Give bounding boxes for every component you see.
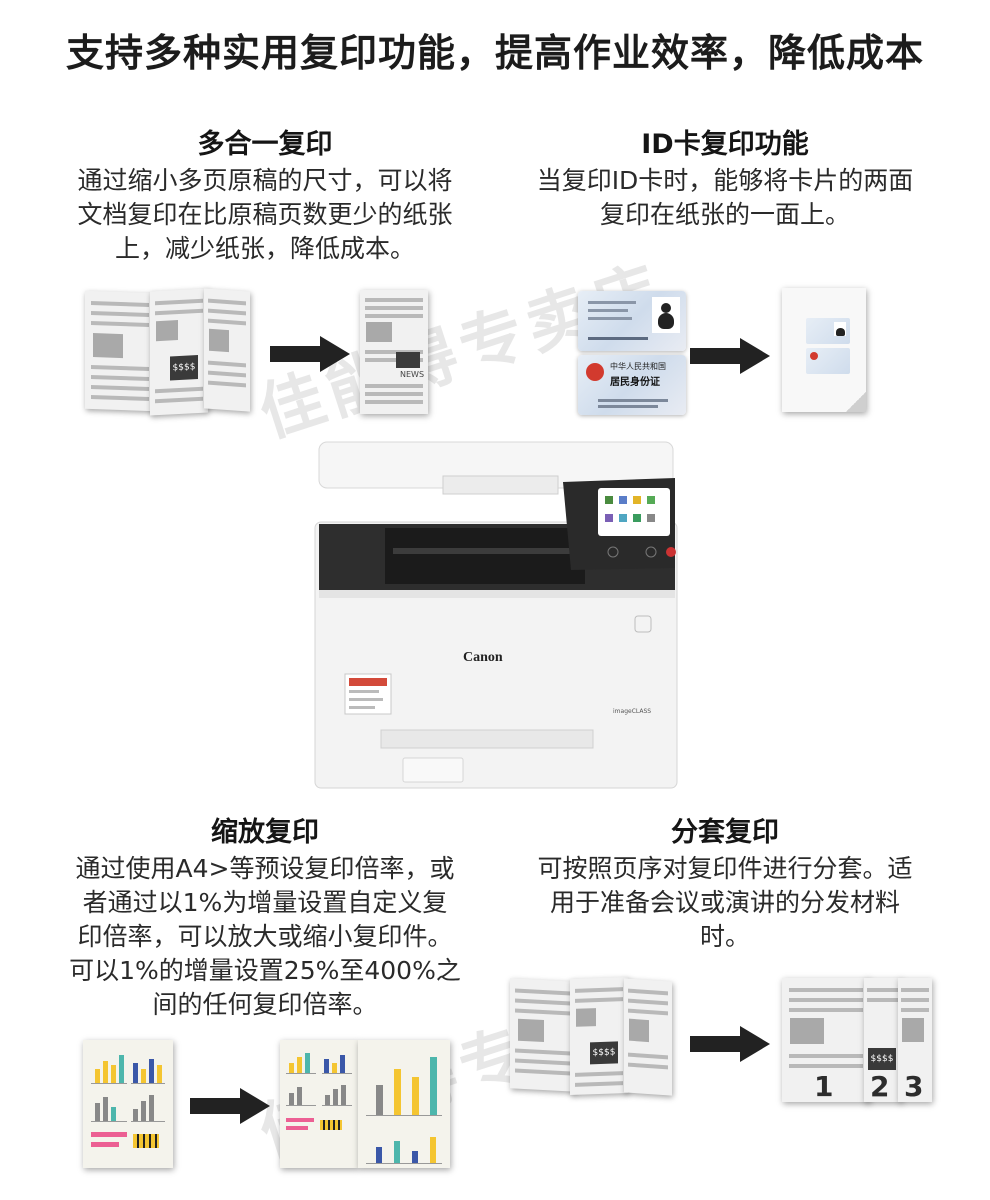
desc-line: 复印在纸张的一面上。 (599, 200, 850, 229)
document-sheet-icon (624, 978, 672, 1096)
feature-desc: 通过使用A4>等预设复印倍率，或 者通过以1%为增量设置自定义复 印倍率，可以放… (40, 852, 490, 1022)
id-country-label: 中华人民共和国 (610, 362, 666, 371)
collated-sheet-3-icon (898, 978, 932, 1102)
id-card-front-icon (578, 291, 686, 351)
price-tag: $$$$ (868, 1048, 896, 1070)
id-copy-sheet-icon (782, 288, 866, 412)
desc-line: 间的任何复印倍率。 (152, 990, 378, 1019)
desc-line: 时。 (699, 922, 750, 951)
document-sheet-icon: $$$$ (570, 976, 628, 1096)
desc-line: 印倍率，可以放大或缩小复印件。 (77, 922, 453, 951)
document-sheet-icon (85, 290, 155, 412)
desc-line: 文档复印在比原稿页数更少的纸张 (77, 200, 453, 229)
id-card-back-icon: 中华人民共和国 居民身份证 (578, 355, 686, 415)
document-sheet-icon (204, 288, 250, 412)
feature-title: 多合一复印 (197, 129, 333, 160)
page-number-label: 2 (870, 1070, 890, 1103)
price-tag: $$$$ (590, 1041, 618, 1065)
desc-line: 通过使用A4>等预设复印倍率，或 (75, 854, 455, 883)
feature-id-card-copy: ID卡复印功能 当复印ID卡时，能够将卡片的两面 复印在纸张的一面上。 (500, 128, 950, 232)
chart-document-reduced-icon (280, 1040, 358, 1168)
chart-document-enlarged-icon (358, 1040, 450, 1168)
desc-line: 可以1%的增量设置25%至400%之 (69, 956, 461, 985)
page-number-label: 1 (814, 1070, 834, 1103)
combined-copy-sheet-icon: NEWS (360, 290, 428, 414)
feature-desc: 可按照页序对复印件进行分套。适 用于准备会议或演讲的分发材料 时。 (500, 852, 950, 954)
feature-multi-in-one: 多合一复印 通过缩小多页原稿的尺寸，可以将 文档复印在比原稿页数更少的纸张 上，… (40, 128, 490, 266)
chart-document-original-icon (83, 1040, 173, 1168)
feature-title: ID卡复印功能 (641, 129, 809, 160)
printer-model-label: imageCLASS (613, 708, 652, 715)
feature-zoom-copy: 缩放复印 通过使用A4>等预设复印倍率，或 者通过以1%为增量设置自定义复 印倍… (40, 816, 490, 1022)
printer-brand-logo: Canon (463, 650, 503, 665)
news-label: NEWS (400, 370, 425, 379)
id-name-label: 居民身份证 (610, 377, 660, 388)
page-number-label: 3 (904, 1070, 924, 1103)
arrow-right-icon (690, 1026, 770, 1062)
arrow-right-icon (690, 338, 770, 374)
collated-sheet-2-icon: $$$$ (864, 978, 902, 1102)
feature-title: 分套复印 (671, 817, 779, 848)
desc-line: 者通过以1%为增量设置自定义复 (82, 888, 448, 917)
page-headline: 支持多种实用复印功能，提高作业效率，降低成本 (65, 31, 924, 75)
printer-image: Canon imageCLASS (313, 440, 681, 790)
price-tag: $$$$ (170, 355, 198, 381)
desc-line: 当复印ID卡时，能够将卡片的两面 (536, 166, 914, 195)
desc-line: 通过缩小多页原稿的尺寸，可以将 (77, 166, 453, 195)
collated-sheet-1-icon (782, 978, 870, 1102)
desc-line: 上，减少纸张，降低成本。 (114, 234, 415, 263)
feature-title: 缩放复印 (211, 817, 319, 848)
arrow-right-icon (270, 336, 350, 372)
feature-desc: 通过缩小多页原稿的尺寸，可以将 文档复印在比原稿页数更少的纸张 上，减少纸张，降… (40, 164, 490, 266)
arrow-right-icon (190, 1088, 270, 1124)
desc-line: 用于准备会议或演讲的分发材料 (549, 888, 900, 917)
document-sheet-icon (510, 978, 576, 1092)
feature-desc: 当复印ID卡时，能够将卡片的两面 复印在纸张的一面上。 (500, 164, 950, 232)
desc-line: 可按照页序对复印件进行分套。适 (537, 854, 913, 883)
feature-collate-copy: 分套复印 可按照页序对复印件进行分套。适 用于准备会议或演讲的分发材料 时。 (500, 816, 950, 954)
document-sheet-icon: $$$$ (150, 288, 208, 416)
